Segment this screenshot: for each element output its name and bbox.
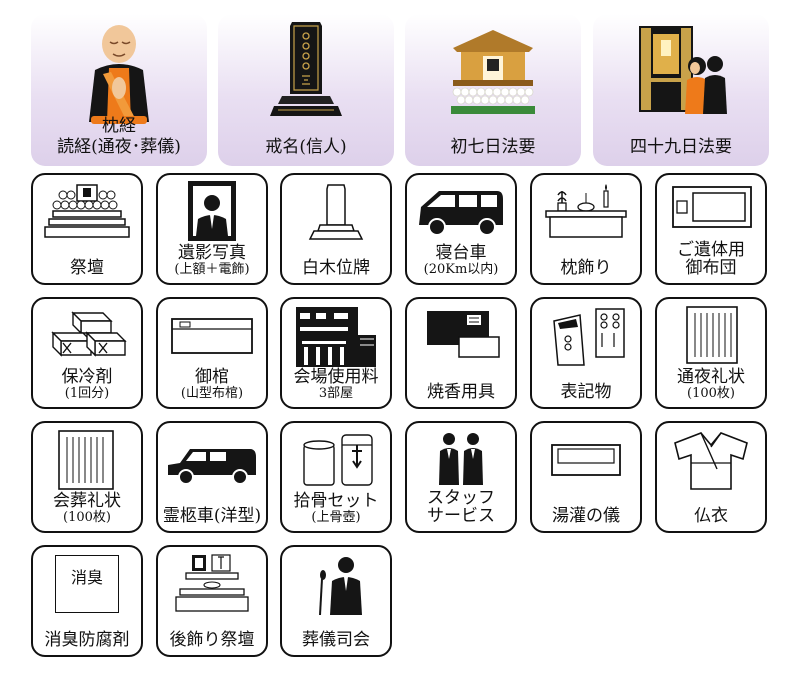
tile-label: 後飾り祭壇 xyxy=(169,630,255,650)
top-makurakyo[interactable]: 枕経 読経(通夜･葬儀) xyxy=(31,14,207,166)
tile-label: 寝台車 (20Km以内) xyxy=(423,243,499,277)
staff-icon xyxy=(439,433,483,485)
ihai-icon xyxy=(308,184,364,240)
tile-ato-kazari[interactable]: 後飾り祭壇 xyxy=(156,545,268,657)
bathtub-icon xyxy=(551,444,621,476)
tile-shoko-yogu[interactable]: 焼香用具 xyxy=(405,297,517,409)
altar-icon xyxy=(44,184,130,238)
coffin-icon xyxy=(171,318,253,354)
tile-yukan[interactable]: 湯灌の儀 xyxy=(530,421,642,533)
top-kaimyo[interactable]: 戒名(信人) xyxy=(218,14,394,166)
tile-kotsu-set[interactable]: 拾骨セット (上骨壺) xyxy=(280,421,392,533)
letter-icon xyxy=(58,430,114,490)
deodorant-icon: 消臭 xyxy=(55,555,119,613)
tile-label: 遺影写真 (上額＋電飾) xyxy=(174,243,250,277)
ice-box-icon xyxy=(51,311,127,357)
hall-icon xyxy=(296,307,376,367)
butsudan-icon xyxy=(639,26,727,114)
signboard-icon xyxy=(553,308,625,366)
tile-label: 湯灌の儀 xyxy=(552,506,620,526)
tablet-icon xyxy=(270,22,342,116)
tile-futon[interactable]: ご遺体用 御布団 xyxy=(655,173,767,285)
urn-icon xyxy=(303,434,373,486)
tile-label: 御棺 (山型布棺) xyxy=(180,367,244,401)
makura-kazari-icon xyxy=(545,184,627,238)
van-icon xyxy=(419,191,503,236)
tile-label: 霊柩車(洋型) xyxy=(162,506,262,526)
tile-label: 祭壇 xyxy=(70,258,104,278)
rear-altar-icon xyxy=(175,554,249,612)
tile-horeizai[interactable]: 保冷剤 (1回分) xyxy=(31,297,143,409)
tile-label: 焼香用具 xyxy=(427,382,495,402)
tile-label: 拾骨セット (上骨壺) xyxy=(293,491,379,525)
tile-reikyusha[interactable]: 霊柩車(洋型) xyxy=(156,421,268,533)
tile-staff[interactable]: スタッフ サービス xyxy=(405,421,517,533)
tile-butsui[interactable]: 仏衣 xyxy=(655,421,767,533)
tile-label: 葬儀司会 xyxy=(302,630,370,650)
mc-icon xyxy=(319,557,362,615)
tile-kaijo[interactable]: 会場使用料 3部屋 xyxy=(280,297,392,409)
monk-icon xyxy=(89,25,149,124)
top-label: 初七日法要 xyxy=(450,137,536,157)
portrait-icon xyxy=(188,181,236,241)
tile-label: 枕飾り xyxy=(560,258,612,278)
tile-label: 表記物 xyxy=(560,382,612,402)
top-shonanoka[interactable]: 初七日法要 xyxy=(405,14,581,166)
letter-icon xyxy=(686,306,738,364)
tile-tsuya-reijo[interactable]: 通夜礼状 (100枚) xyxy=(655,297,767,409)
tile-label: 仏衣 xyxy=(694,506,728,526)
futon-icon xyxy=(672,186,752,228)
kimono-icon xyxy=(674,432,748,490)
tile-label: スタッフ サービス xyxy=(427,488,495,526)
tile-shoshu[interactable]: 消臭 消臭防腐剤 xyxy=(31,545,143,657)
tile-label: 会場使用料 3部屋 xyxy=(293,367,379,401)
top-label: 戒名(信人) xyxy=(265,137,347,157)
tile-saidan[interactable]: 祭壇 xyxy=(31,173,143,285)
tile-label: 保冷剤 (1回分) xyxy=(61,367,113,401)
tile-iei-shashin[interactable]: 遺影写真 (上額＋電飾) xyxy=(156,173,268,285)
tile-label: 会葬礼状 (100枚) xyxy=(53,491,121,525)
tile-shikai[interactable]: 葬儀司会 xyxy=(280,545,392,657)
tile-label: 白木位牌 xyxy=(302,258,370,278)
tile-label: 通夜礼状 (100枚) xyxy=(677,367,745,401)
tile-makura-kazari[interactable]: 枕飾り xyxy=(530,173,642,285)
deodorant-label: 消臭 xyxy=(70,568,103,587)
tile-label: 消臭防腐剤 xyxy=(44,630,130,650)
top-shijukunichi[interactable]: 四十九日法要 xyxy=(593,14,769,166)
tile-sogi-reijo[interactable]: 会葬礼状 (100枚) xyxy=(31,421,143,533)
tile-shindaisha[interactable]: 寝台車 (20Km以内) xyxy=(405,173,517,285)
hearse-icon xyxy=(168,449,256,485)
tile-kan[interactable]: 御棺 (山型布棺) xyxy=(156,297,268,409)
tile-shiraki-ihai[interactable]: 白木位牌 xyxy=(280,173,392,285)
altar-icon xyxy=(451,30,535,114)
top-label: 枕経 読経(通夜･葬儀) xyxy=(57,116,181,157)
tile-label: ご遺体用 御布団 xyxy=(677,240,745,278)
tile-hyokibutsu[interactable]: 表記物 xyxy=(530,297,642,409)
incense-icon xyxy=(427,311,500,358)
top-label: 四十九日法要 xyxy=(630,137,732,157)
